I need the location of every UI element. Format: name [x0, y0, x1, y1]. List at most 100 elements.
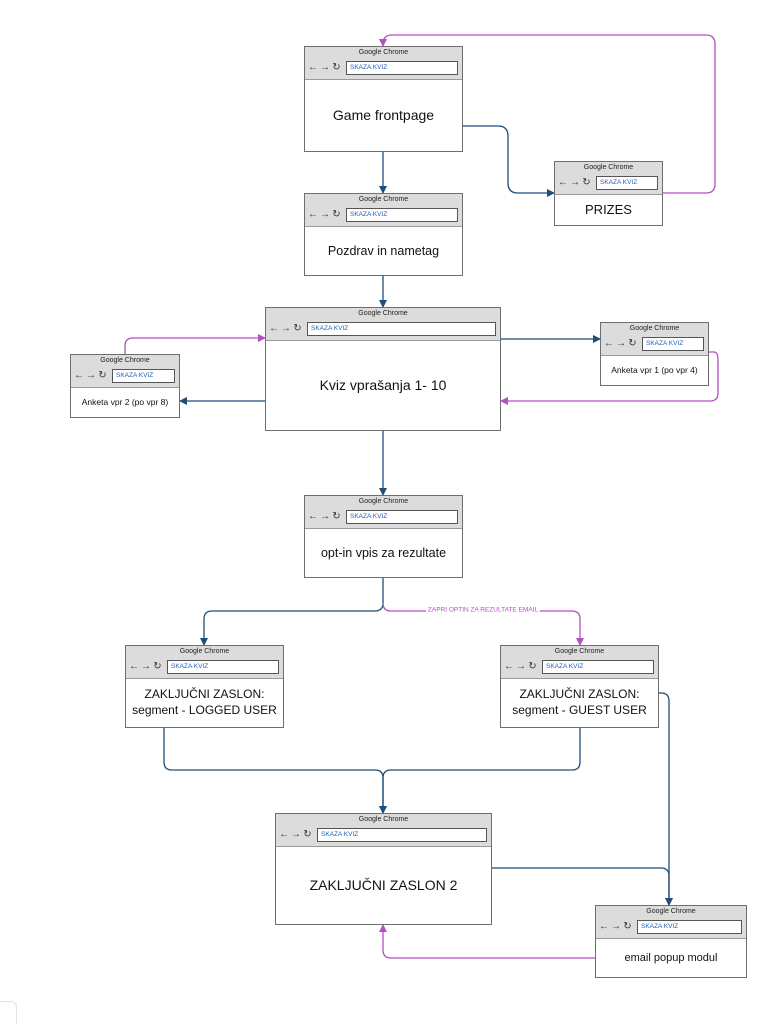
forward-arrow-icon[interactable]: → [320, 511, 330, 522]
forward-arrow-icon[interactable]: → [320, 209, 330, 220]
back-arrow-icon[interactable]: ← [74, 370, 84, 381]
node-label: ZAKLJUČNI ZASLON: segment - LOGGED USER [132, 687, 277, 717]
nav-toolbar: ←→↻ SKAZA KVIZ [305, 59, 462, 79]
reload-icon[interactable]: ↻ [582, 177, 591, 188]
node-zakljucni-logged-user[interactable]: Google Chrome ←→↻ SKAZA KVIZ ZAKLJUČNI ZAS… [125, 645, 284, 728]
back-arrow-icon[interactable]: ← [558, 177, 568, 188]
node-label: PRIZES [585, 201, 632, 217]
reload-icon[interactable]: ↻ [153, 661, 162, 672]
window-title: Google Chrome [358, 49, 409, 56]
node-label: Kviz vprašanja 1- 10 [319, 377, 447, 394]
reload-icon[interactable]: ↻ [332, 511, 341, 522]
back-arrow-icon[interactable]: ← [129, 661, 139, 672]
edge-guest-to-email [659, 692, 673, 906]
forward-arrow-icon[interactable]: → [141, 661, 151, 672]
edge-prizes-to-frontpage [379, 34, 716, 194]
nav-toolbar: ←→↻ SKAZA KVIZ [596, 918, 746, 938]
window-title: Google Chrome [554, 648, 605, 655]
window-title: Google Chrome [358, 196, 409, 203]
back-arrow-icon[interactable]: ← [308, 511, 318, 522]
url-bar[interactable]: SKAZA KVIZ [167, 660, 279, 674]
node-label: email popup modul [624, 951, 718, 964]
forward-arrow-icon[interactable]: → [86, 370, 96, 381]
reload-icon[interactable]: ↻ [528, 661, 537, 672]
nav-toolbar: ←→↻ SKAZA KVIZ [305, 206, 462, 226]
edge-optin-to-guest [382, 602, 584, 646]
nav-toolbar: ←→↻ SKAZA KVIZ [266, 320, 500, 340]
reload-icon[interactable]: ↻ [293, 323, 302, 334]
reload-icon[interactable]: ↻ [98, 370, 107, 381]
url-bar[interactable]: SKAZA KVIZ [112, 369, 175, 383]
node-label: ZAKLJUČNI ZASLON: segment - GUEST USER [512, 687, 647, 717]
node-anketa-vpr-1[interactable]: Google Chrome ←→↻ SKAZA KVIZ Anketa vpr 1 … [600, 322, 709, 386]
window-title: Google Chrome [646, 908, 696, 915]
back-arrow-icon[interactable]: ← [504, 661, 514, 672]
back-arrow-icon[interactable]: ← [599, 921, 609, 932]
node-game-frontpage[interactable]: Google Chrome ←→↻ SKAZA KVIZ Game frontpag… [304, 46, 463, 152]
node-email-popup-modul[interactable]: Google Chrome ←→↻ SKAZA KVIZ email popup m… [595, 905, 747, 978]
reload-icon[interactable]: ↻ [332, 209, 341, 220]
node-label: Anketa vpr 1 (po vpr 4) [611, 364, 698, 375]
nav-toolbar: ←→↻ SKAZA KVIZ [276, 826, 491, 846]
edge-zaslon2-to-email [492, 867, 673, 906]
nav-toolbar: ←→↻ SKAZA KVIZ [555, 174, 662, 194]
node-label: Pozdrav in nametag [327, 243, 440, 258]
url-bar[interactable]: SKAZA KVIZ [346, 208, 458, 222]
edge-email-to-zaslon2 [379, 924, 595, 959]
forward-arrow-icon[interactable]: → [616, 338, 626, 349]
node-label: opt-in vpis za rezultate [320, 545, 447, 560]
nav-toolbar: ←→↻ SKAZA KVIZ [305, 508, 462, 528]
edge-optin-to-logged [200, 578, 384, 646]
edge-anketa2-to-kviz [124, 334, 266, 354]
forward-arrow-icon[interactable]: → [281, 323, 291, 334]
back-arrow-icon[interactable]: ← [604, 338, 614, 349]
window-title: Google Chrome [358, 816, 409, 823]
window-title: Google Chrome [629, 325, 680, 332]
edge-frontpage-to-prizes [463, 125, 555, 197]
forward-arrow-icon[interactable]: → [516, 661, 526, 672]
back-arrow-icon[interactable]: ← [269, 323, 279, 334]
node-label: Anketa vpr 2 (po vpr 8) [81, 396, 169, 407]
url-bar[interactable]: SKAZA KVIZ [346, 61, 458, 75]
url-bar[interactable]: SKAZA KVIZ [317, 828, 487, 842]
node-label: Game frontpage [332, 107, 435, 124]
back-arrow-icon[interactable]: ← [279, 829, 289, 840]
node-opt-in-vpis[interactable]: Google Chrome ←→↻ SKAZA KVIZ opt-in vpis z… [304, 495, 463, 578]
edge-anketa1-to-kviz [500, 351, 719, 405]
nav-toolbar: ←→↻ SKAZA KVIZ [601, 335, 708, 355]
forward-arrow-icon[interactable]: → [570, 177, 580, 188]
forward-arrow-icon[interactable]: → [611, 921, 621, 932]
forward-arrow-icon[interactable]: → [320, 62, 330, 73]
edge-guest-to-zaslon2 [379, 728, 581, 814]
corner-decoration [0, 1001, 17, 1024]
nav-toolbar: ←→↻ SKAZA KVIZ [71, 367, 179, 387]
window-title: Google Chrome [100, 357, 150, 364]
url-bar[interactable]: SKAZA KVIZ [307, 322, 496, 336]
url-bar[interactable]: SKAZA KVIZ [642, 337, 704, 351]
back-arrow-icon[interactable]: ← [308, 62, 318, 73]
nav-toolbar: ←→↻ SKAZA KVIZ [501, 658, 658, 678]
window-title: Google Chrome [358, 498, 409, 505]
reload-icon[interactable]: ↻ [623, 921, 632, 932]
node-prizes[interactable]: Google Chrome ←→↻ SKAZA KVIZ PRIZES [554, 161, 663, 226]
url-bar[interactable]: SKAZA KVIZ [346, 510, 458, 524]
node-kviz-vprasanja[interactable]: Google Chrome ←→↻ SKAZA KVIZ Kviz vprašanj… [265, 307, 501, 431]
edge-label-zapri-optin: ZAPRI OPTIN ZA REZULTATE EMAIL [425, 606, 541, 614]
back-arrow-icon[interactable]: ← [308, 209, 318, 220]
window-title: Google Chrome [358, 310, 408, 317]
node-anketa-vpr-2[interactable]: Google Chrome ←→↻ SKAZA KVIZ Anketa vpr 2 … [70, 354, 180, 418]
window-title: Google Chrome [179, 648, 230, 655]
node-zakljucni-zaslon-2[interactable]: Google Chrome←→↻SKAZA KVIZ ZAKLJUČNI ZAS… [275, 813, 492, 925]
edge-logged-to-zaslon2 [163, 728, 387, 814]
forward-arrow-icon[interactable]: → [291, 829, 301, 840]
reload-icon[interactable]: ↻ [628, 338, 637, 349]
url-bar[interactable]: SKAZA KVIZ [542, 660, 654, 674]
node-pozdrav-in-nametag[interactable]: Google Chrome ←→↻ SKAZA KVIZ Pozdrav in na… [304, 193, 463, 276]
node-zakljucni-guest-user[interactable]: Google Chrome ←→↻ SKAZA KVIZ ZAKLJUČNI ZAS… [500, 645, 659, 728]
window-title: Google Chrome [583, 164, 634, 171]
reload-icon[interactable]: ↻ [332, 62, 341, 73]
reload-icon[interactable]: ↻ [303, 829, 312, 840]
url-bar[interactable]: SKAZA KVIZ [637, 920, 742, 934]
url-bar[interactable]: SKAZA KVIZ [596, 176, 658, 190]
